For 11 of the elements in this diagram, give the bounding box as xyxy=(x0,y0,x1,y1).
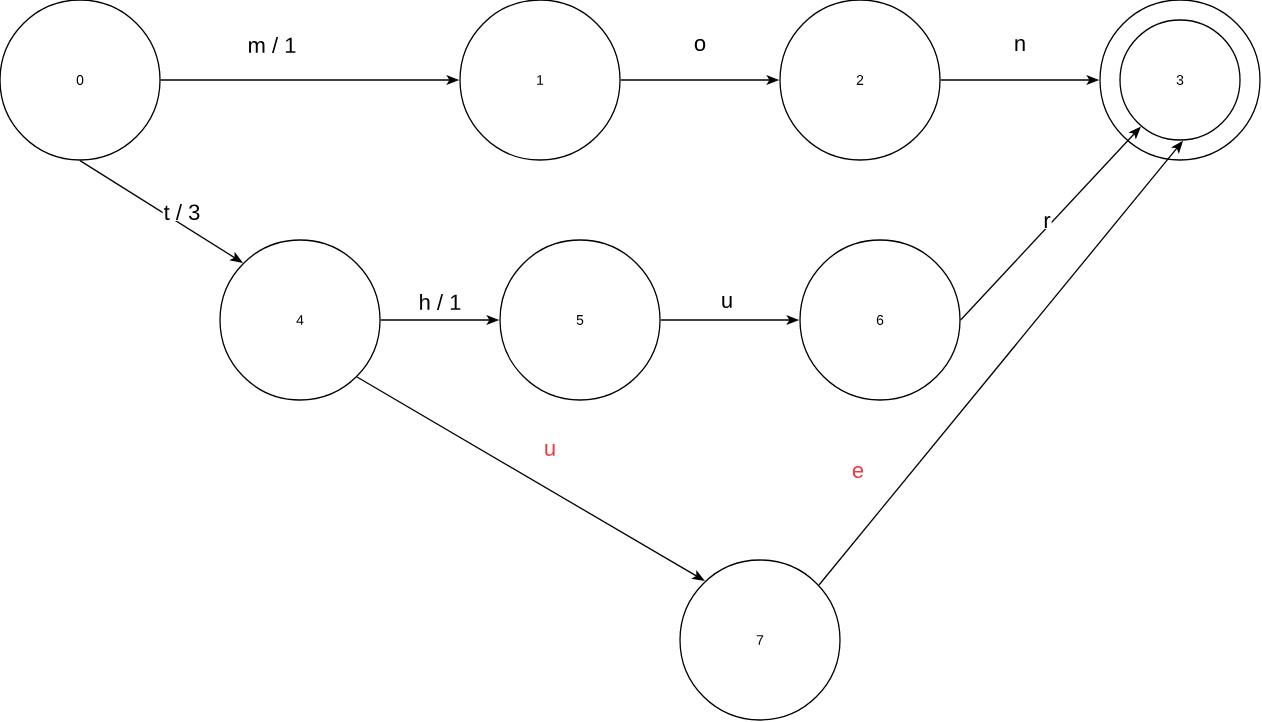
edge-label: h / 1 xyxy=(420,293,461,311)
arrow xyxy=(356,376,705,581)
edge-label: n xyxy=(1015,39,1025,51)
edge-label: u xyxy=(719,295,735,309)
edge-label: m / 1 xyxy=(249,36,296,54)
edge-label: r xyxy=(1042,215,1052,229)
edge-label: o xyxy=(694,38,706,52)
arrow xyxy=(79,160,243,263)
edge-label: e xyxy=(852,465,864,479)
edge-label: u xyxy=(545,444,555,456)
edge-label: t / 3 xyxy=(162,202,202,222)
